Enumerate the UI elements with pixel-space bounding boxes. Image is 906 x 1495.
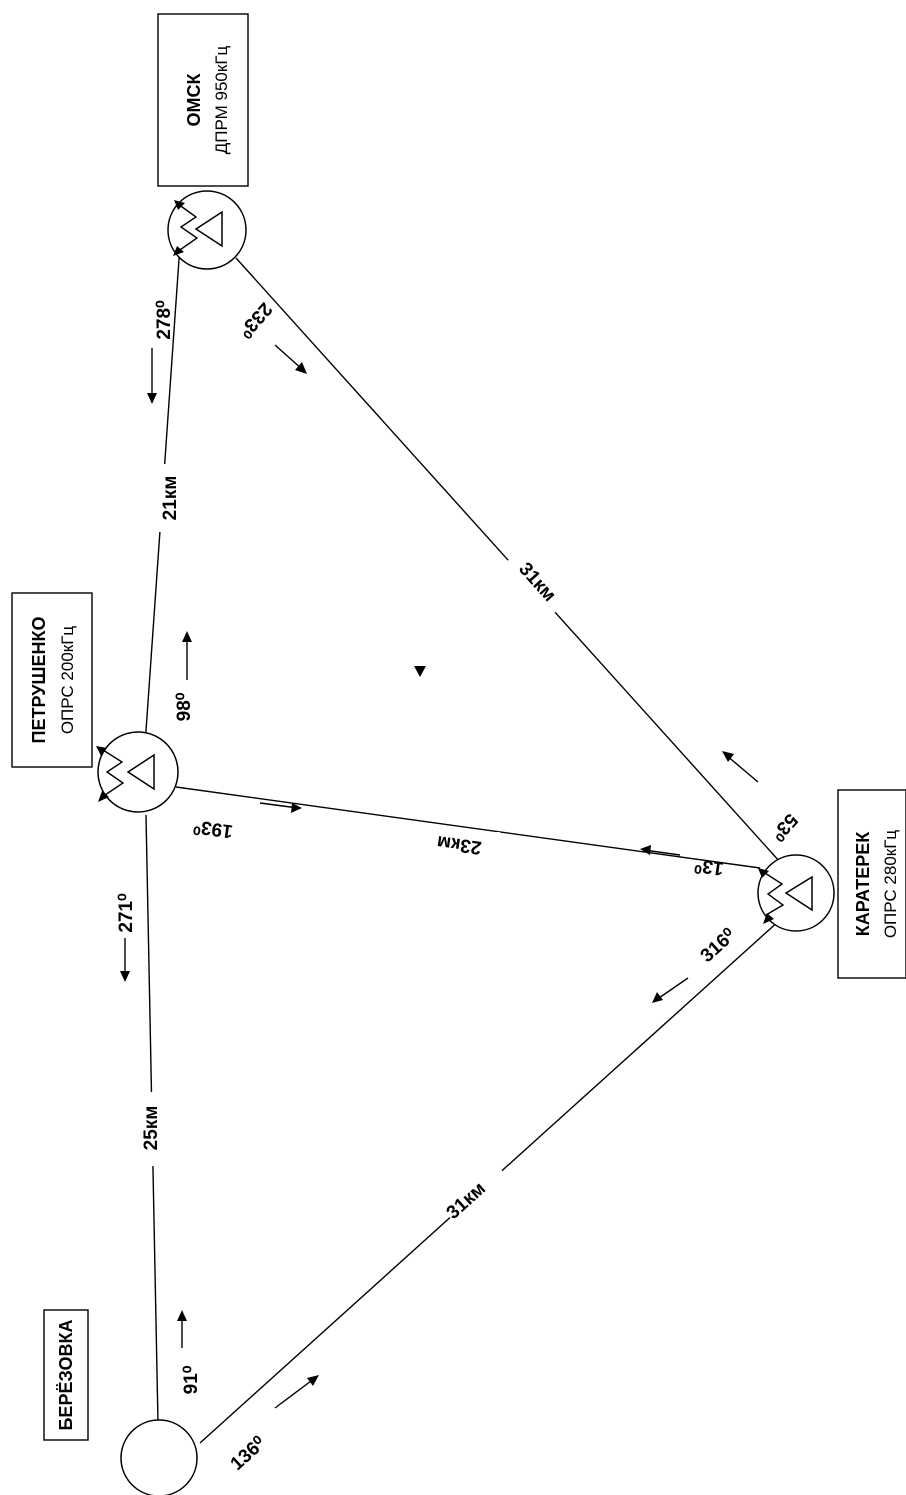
course-label-136: 136⁰	[227, 1433, 271, 1475]
course-label-98: 98⁰	[174, 692, 195, 721]
course-label-278: 278⁰	[154, 300, 175, 340]
course-arrow-98	[182, 631, 192, 680]
course-arrow-233	[274, 344, 307, 374]
beacon-berezovka	[120, 1419, 198, 1495]
course-arrow-316	[652, 977, 689, 1003]
station-box-omsk: ОМСК ДПРМ 950кГц	[157, 13, 249, 187]
course-label-53: 53⁰	[766, 809, 801, 845]
station-name-karaterek: КАРАТЕРЕК	[853, 831, 873, 937]
station-box-petrushenko: ПЕТРУШЕНКО ОПРС 200кГц	[11, 592, 93, 768]
distance-label-petrushenko-berezovka: 25км	[141, 1106, 162, 1151]
course-label-271: 271⁰	[116, 893, 137, 933]
beacon-petrushenko	[96, 731, 179, 813]
station-name-petrushenko: ПЕТРУШЕНКО	[29, 617, 49, 744]
station-name-berezovka: БЕРЁЗОВКА	[56, 1319, 76, 1430]
station-box-karaterek: КАРАТЕРЕК ОПРС 280кГц	[837, 789, 906, 979]
course-label-316: 316⁰	[697, 925, 741, 967]
route-line-omsk-karaterek	[235, 257, 781, 863]
course-arrow-91	[177, 1310, 187, 1348]
course-arrow-136	[274, 1375, 319, 1409]
distance-label-omsk-petrushenko: 21км	[160, 476, 181, 521]
station-freq-petrushenko: ОПРС 200кГц	[58, 626, 77, 735]
station-box-berezovka: БЕРЁЗОВКА	[43, 1309, 89, 1441]
course-arrow-53	[722, 751, 759, 783]
route-line-petrushenko-karaterek	[175, 786, 761, 869]
beacon-karaterek	[757, 854, 835, 932]
station-freq-omsk: ДПРМ 950кГц	[212, 45, 231, 154]
course-arrow-271	[120, 938, 130, 982]
course-arrow-193	[259, 802, 302, 813]
course-arrow-278	[147, 348, 157, 404]
course-arrow-13	[640, 845, 681, 856]
beacon-omsk	[167, 190, 247, 270]
marker-triangle	[414, 666, 426, 677]
course-label-193: 193⁰	[192, 815, 234, 841]
station-freq-karaterek: ОПРС 280кГц	[881, 830, 900, 939]
course-label-233: 233⁰	[234, 298, 276, 342]
station-name-omsk: ОМСК	[184, 72, 204, 126]
course-label-91: 91⁰	[181, 1365, 202, 1394]
course-label-13: 13⁰	[693, 854, 725, 879]
